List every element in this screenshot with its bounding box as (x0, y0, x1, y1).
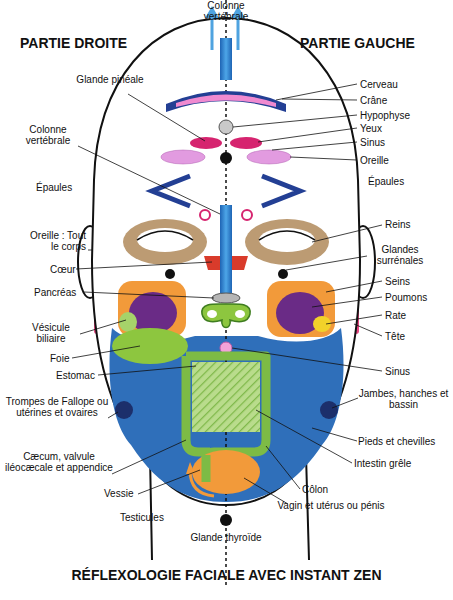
zone-label: Reins (385, 219, 450, 230)
zone-label: Testicules (120, 512, 190, 523)
zone-label: Sinus (385, 366, 450, 377)
zone-label: Tête (385, 331, 450, 342)
zone-label: Côlon (302, 484, 352, 495)
zone-label: Vésicule biliaire (22, 322, 80, 344)
zone-label: Épaules (368, 176, 448, 187)
zone-label: Seins (385, 276, 450, 287)
zone-label: Oreille : Tout le corps (22, 230, 86, 252)
zone-label: Pieds et chevilles (358, 436, 453, 447)
side-heading: PARTIE DROITE (20, 36, 150, 51)
side-heading: PARTIE GAUCHE (300, 36, 440, 51)
zone-label: Colonne vertébrale (196, 0, 256, 22)
zone-label: Épaules (36, 182, 96, 193)
zone-label: Glande thyroïde (176, 532, 276, 543)
zone-label: Poumons (385, 292, 450, 303)
zone-label: Cerveau (360, 79, 450, 90)
zone-label: Estomac (56, 370, 116, 381)
zone-label: Colonne vertébrale (18, 124, 78, 146)
zone-label: Glande pinéale (60, 74, 160, 85)
zone-label: Rate (385, 310, 450, 321)
zone-label: Vessie (104, 488, 154, 499)
zone-label: Yeux (360, 123, 450, 134)
zone-label: Crâne (360, 95, 450, 106)
zone-label: Trompes de Fallope ou utérines et ovaire… (4, 396, 110, 418)
zone-label: Pancréas (34, 287, 94, 298)
zone-label: Intestin grêle (354, 458, 449, 469)
zone-label: Sinus (360, 137, 450, 148)
zone-label: Cæcum, valvule iléocæcale et appendice (4, 451, 114, 473)
zone-label: Hypophyse (360, 110, 450, 121)
zone-label: Foie (50, 353, 90, 364)
caption: RÉFLEXOLOGIE FACIALE AVEC INSTANT ZEN (0, 568, 453, 583)
zone-label: Glandes surrénales (368, 244, 432, 266)
zone-label: Vagin et utérus ou pénis (276, 500, 386, 511)
zone-label: Jambes, hanches et bassin (356, 388, 451, 410)
zone-label: Oreille (360, 155, 450, 166)
zone-label: Cœur (50, 264, 90, 275)
